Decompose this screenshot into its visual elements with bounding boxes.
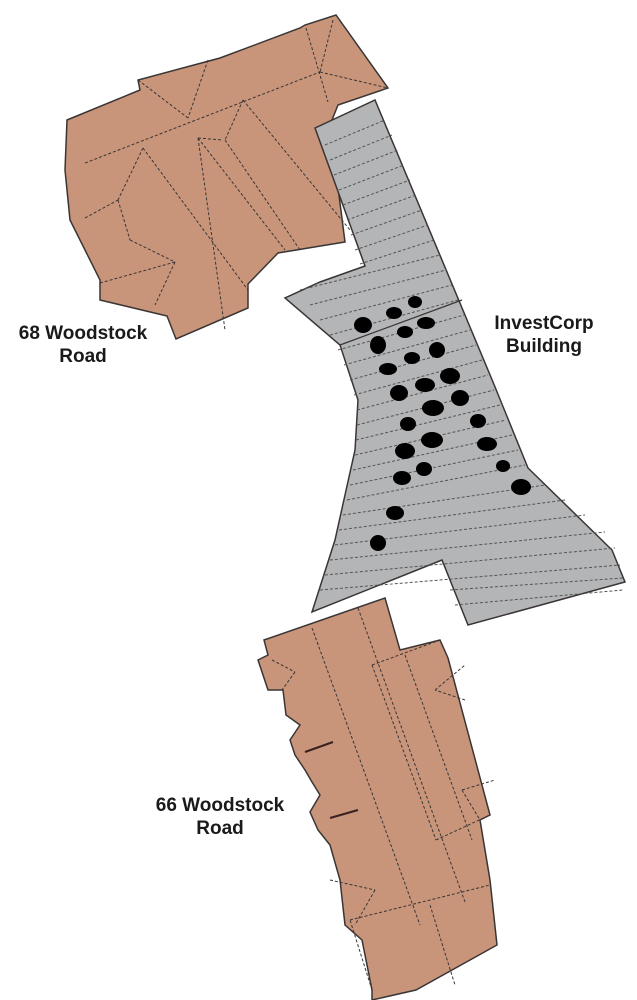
label-investcorp-building: InvestCorp Building (474, 312, 614, 358)
label-68-line1: 68 Woodstock (18, 323, 148, 344)
label-68-woodstock-road: 68 Woodstock Road (8, 322, 158, 368)
label-66-line1: 66 Woodstock (155, 795, 285, 816)
building-68-woodstock-road (64, 14, 390, 340)
label-investcorp-line1: InvestCorp (494, 313, 594, 334)
label-investcorp-line2: Building (506, 336, 582, 357)
label-68-line2: Road (59, 346, 107, 367)
tree-canopies (354, 296, 531, 551)
building-investcorp (283, 98, 627, 626)
label-66-line2: Road (196, 818, 244, 839)
building-66-woodstock-road (257, 597, 498, 1000)
label-66-woodstock-road: 66 Woodstock Road (140, 794, 300, 840)
